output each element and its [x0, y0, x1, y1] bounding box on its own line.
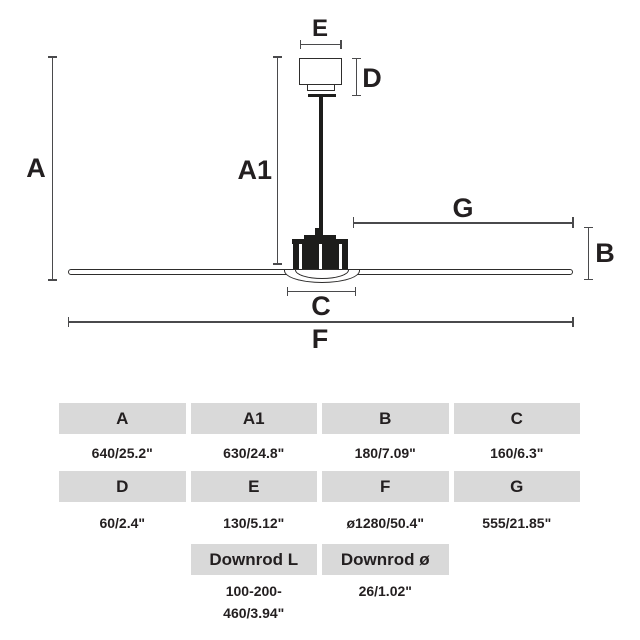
table-header-c: C — [453, 403, 580, 434]
table-value-c: 160/6.3" — [453, 434, 580, 471]
table-value-a: 640/25.2" — [59, 434, 186, 471]
table-header-d: D — [59, 471, 186, 502]
dim-f-tick-left — [67, 316, 69, 327]
dim-c-line — [287, 290, 356, 292]
dim-d-tick-bottom — [351, 94, 361, 96]
dim-e-tick-right — [340, 39, 342, 49]
dim-c-tick-right — [354, 286, 356, 296]
dim-e-tick-left — [299, 39, 301, 49]
dim-f-line — [68, 321, 573, 323]
dim-g-label: G — [452, 193, 474, 223]
mount-bracket — [308, 93, 336, 97]
dim-f-tick-right — [572, 316, 574, 327]
motor-body-seam — [338, 243, 342, 269]
dim-d-tick-top — [351, 57, 361, 59]
downrod-coupling — [315, 227, 323, 235]
table-spacer — [454, 575, 581, 624]
dim-a1-tick-top — [272, 56, 282, 58]
table-value-downrod-dia: 26/1.02" — [322, 575, 449, 625]
table-value-a1: 630/24.8" — [190, 434, 317, 471]
table-spacer — [454, 544, 581, 575]
table-spacer — [59, 544, 186, 575]
dim-b-line — [587, 227, 589, 280]
table-header-downrod-dia: Downrod ø — [322, 544, 449, 575]
dim-a1-line — [276, 57, 278, 264]
motor-top-flange — [292, 239, 348, 244]
dim-g-line — [353, 222, 573, 224]
dim-b-tick-top — [583, 226, 593, 228]
table-spacer — [59, 575, 186, 624]
dim-g-tick-left — [352, 217, 354, 228]
motor-body-seam — [318, 243, 322, 269]
table-value-b: 180/7.09" — [322, 434, 449, 471]
dim-d-line — [355, 58, 357, 96]
table-header-f: F — [322, 471, 449, 502]
table-header-b: B — [322, 403, 449, 434]
dim-g-tick-right — [572, 217, 574, 228]
dim-a1-label: A1 — [237, 155, 272, 185]
table-header-e: E — [190, 471, 317, 502]
table-value-downrod-l: 100-200- 460/3.94" — [190, 575, 317, 625]
dim-a-line — [51, 57, 53, 280]
dim-a-label: A — [26, 153, 46, 183]
spec-table: A A1 B C 640/25.2" 630/24.8" 180/7.09" 1… — [59, 403, 581, 625]
table-header-downrod-l: Downrod L — [190, 544, 317, 575]
dim-a-tick-bottom — [47, 279, 57, 281]
table-value-f: ø1280/50.4" — [322, 502, 449, 544]
canopy-step — [307, 84, 335, 91]
dim-b-tick-bottom — [583, 278, 593, 280]
dim-e-label: E — [311, 15, 328, 42]
table-header-a1: A1 — [190, 403, 317, 434]
dim-c-tick-left — [286, 286, 288, 296]
dim-b-label: B — [595, 238, 615, 268]
dim-d-label: D — [362, 63, 382, 93]
dim-c-label: C — [311, 291, 331, 321]
dim-f-label: F — [311, 324, 329, 354]
dim-a1-tick-bottom — [272, 263, 282, 265]
table-value-g: 555/21.85" — [453, 502, 580, 544]
downrod — [319, 96, 323, 228]
table-value-d: 60/2.4" — [59, 502, 186, 544]
canopy — [299, 58, 342, 85]
dim-e-line — [300, 43, 341, 45]
dim-a-tick-top — [47, 56, 57, 58]
coupling-flange — [304, 234, 336, 240]
table-header-a: A — [59, 403, 186, 434]
motor-body-seam — [298, 243, 302, 269]
table-header-g: G — [453, 471, 580, 502]
table-value-e: 130/5.12" — [190, 502, 317, 544]
